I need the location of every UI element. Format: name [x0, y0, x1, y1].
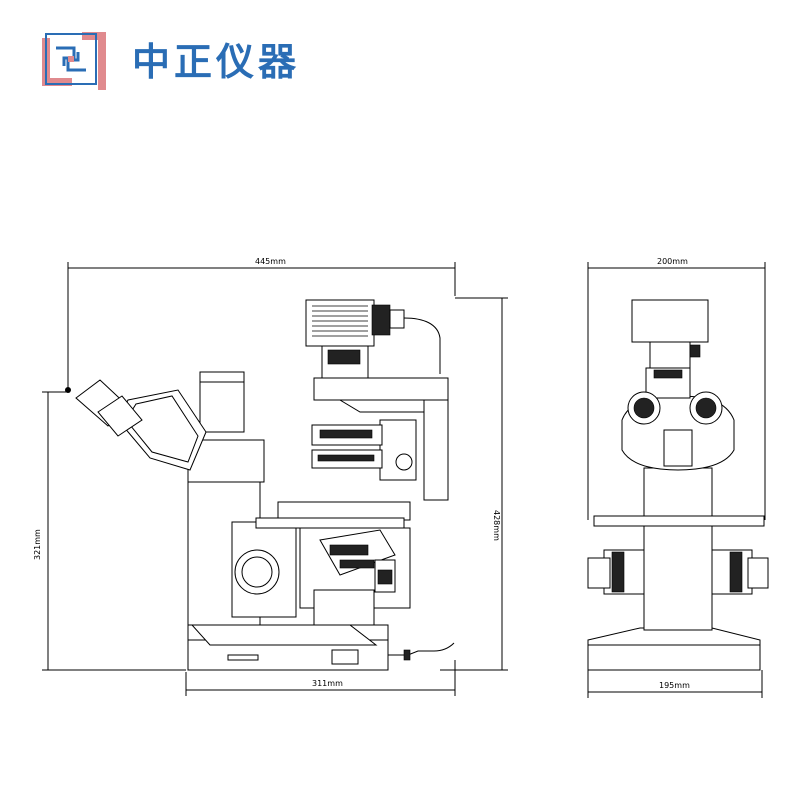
side-view-dimension-lines: [42, 262, 508, 696]
front-view-microscope: [587, 299, 769, 671]
dim-front-width: 200mm: [657, 257, 688, 266]
dim-side-left-height: 321mm: [33, 529, 42, 560]
brand-name: 中正仪器: [132, 40, 301, 84]
side-view-microscope: [75, 299, 455, 671]
brand-logo-icon: [42, 32, 106, 90]
front-view-dimension-lines: [587, 262, 766, 698]
dim-side-base-width: 311mm: [312, 679, 343, 688]
dim-side-height: 428mm: [492, 510, 501, 541]
dim-front-base-width: 195mm: [659, 681, 690, 690]
dim-side-width: 445mm: [255, 257, 286, 266]
